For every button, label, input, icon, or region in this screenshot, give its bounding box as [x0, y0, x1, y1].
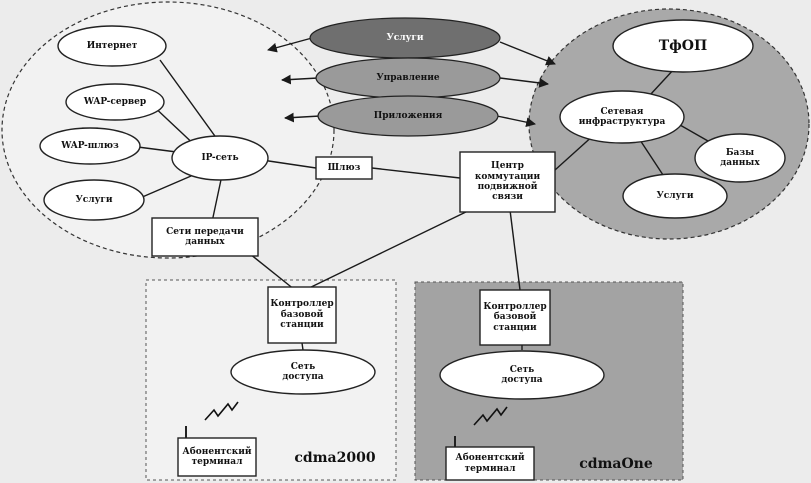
line-msc-bsc2000: [304, 209, 471, 291]
label-access-2000: Сеть доступа: [282, 361, 324, 382]
label-wap-server: WAP-сервер: [83, 96, 147, 107]
label-ip-services: Услуги: [75, 194, 113, 205]
radio-wave-2000-icon: [204, 401, 239, 421]
label-cdmaone: cdmaOne: [579, 455, 653, 472]
line-ip-gateway: [261, 159, 317, 169]
line-ip-datanet: [211, 174, 223, 223]
label-network-infra: Сетевая инфраструктура: [578, 106, 666, 127]
label-wap-gateway: WAP-шлюз: [61, 140, 119, 151]
node-ip-services: [43, 179, 145, 221]
label-pstn-services: Услуги: [656, 190, 694, 201]
arrow-right-1: [499, 41, 556, 66]
label-data-net: Сети передачи данных: [166, 226, 244, 247]
node-network-infra: [559, 90, 685, 144]
box-terminal-2000: [177, 437, 257, 477]
line-bsc2000-access: [301, 342, 304, 351]
label-pstn: ТфОП: [658, 37, 708, 54]
line-ip-internet: [159, 59, 226, 151]
box-gateway: [315, 156, 373, 180]
line-infra-pstn: [649, 67, 676, 96]
node-wap-gateway: [39, 127, 141, 165]
label-bsc-one: Контроллер базовой станции: [483, 301, 547, 333]
node-pstn: [612, 19, 754, 73]
label-prilozheniya: Приложения: [373, 110, 443, 121]
label-msc: Центр коммутации подвижной связи: [474, 161, 541, 203]
line-infra-services: [639, 139, 666, 179]
node-access-2000: [230, 349, 376, 395]
arrow-left-1: [267, 37, 313, 53]
box-bsc-one: [479, 289, 551, 346]
box-bsc-2000: [267, 286, 337, 344]
label-terminal-2000: Абонентский терминал: [182, 446, 252, 467]
node-access-one: [439, 350, 605, 400]
label-bsc-2000: Контроллер базовой станции: [270, 299, 334, 331]
label-terminal-one: Абонентский терминал: [455, 453, 525, 474]
node-databases: [694, 133, 786, 183]
label-access-one: Сеть доступа: [501, 364, 543, 385]
radio-wave-one-icon: [473, 406, 508, 426]
arrow-left-3: [284, 112, 321, 123]
line-msc-bscone: [509, 209, 521, 291]
label-uslugi: Услуги: [386, 32, 424, 43]
arrow-right-3: [496, 115, 536, 127]
oval-prilozheniya: [317, 95, 499, 137]
box-terminal-one: [445, 446, 535, 481]
node-wap-server: [65, 83, 165, 121]
node-ip-net: [171, 135, 269, 181]
line-gateway-msc: [371, 167, 461, 179]
arrow-right-2: [499, 77, 549, 88]
node-internet: [57, 25, 167, 67]
label-ip-net: IP-сеть: [201, 152, 239, 163]
box-msc: [459, 151, 556, 213]
arrow-left-2: [281, 74, 319, 85]
box-data-net: [151, 217, 259, 257]
label-upravlenie: Управление: [376, 72, 440, 83]
node-pstn-services: [622, 173, 728, 219]
label-gateway: Шлюз: [327, 162, 361, 173]
label-internet: Интернет: [86, 40, 138, 51]
label-databases: Базы данных: [720, 147, 760, 168]
label-cdma2000: cdma2000: [294, 449, 376, 466]
